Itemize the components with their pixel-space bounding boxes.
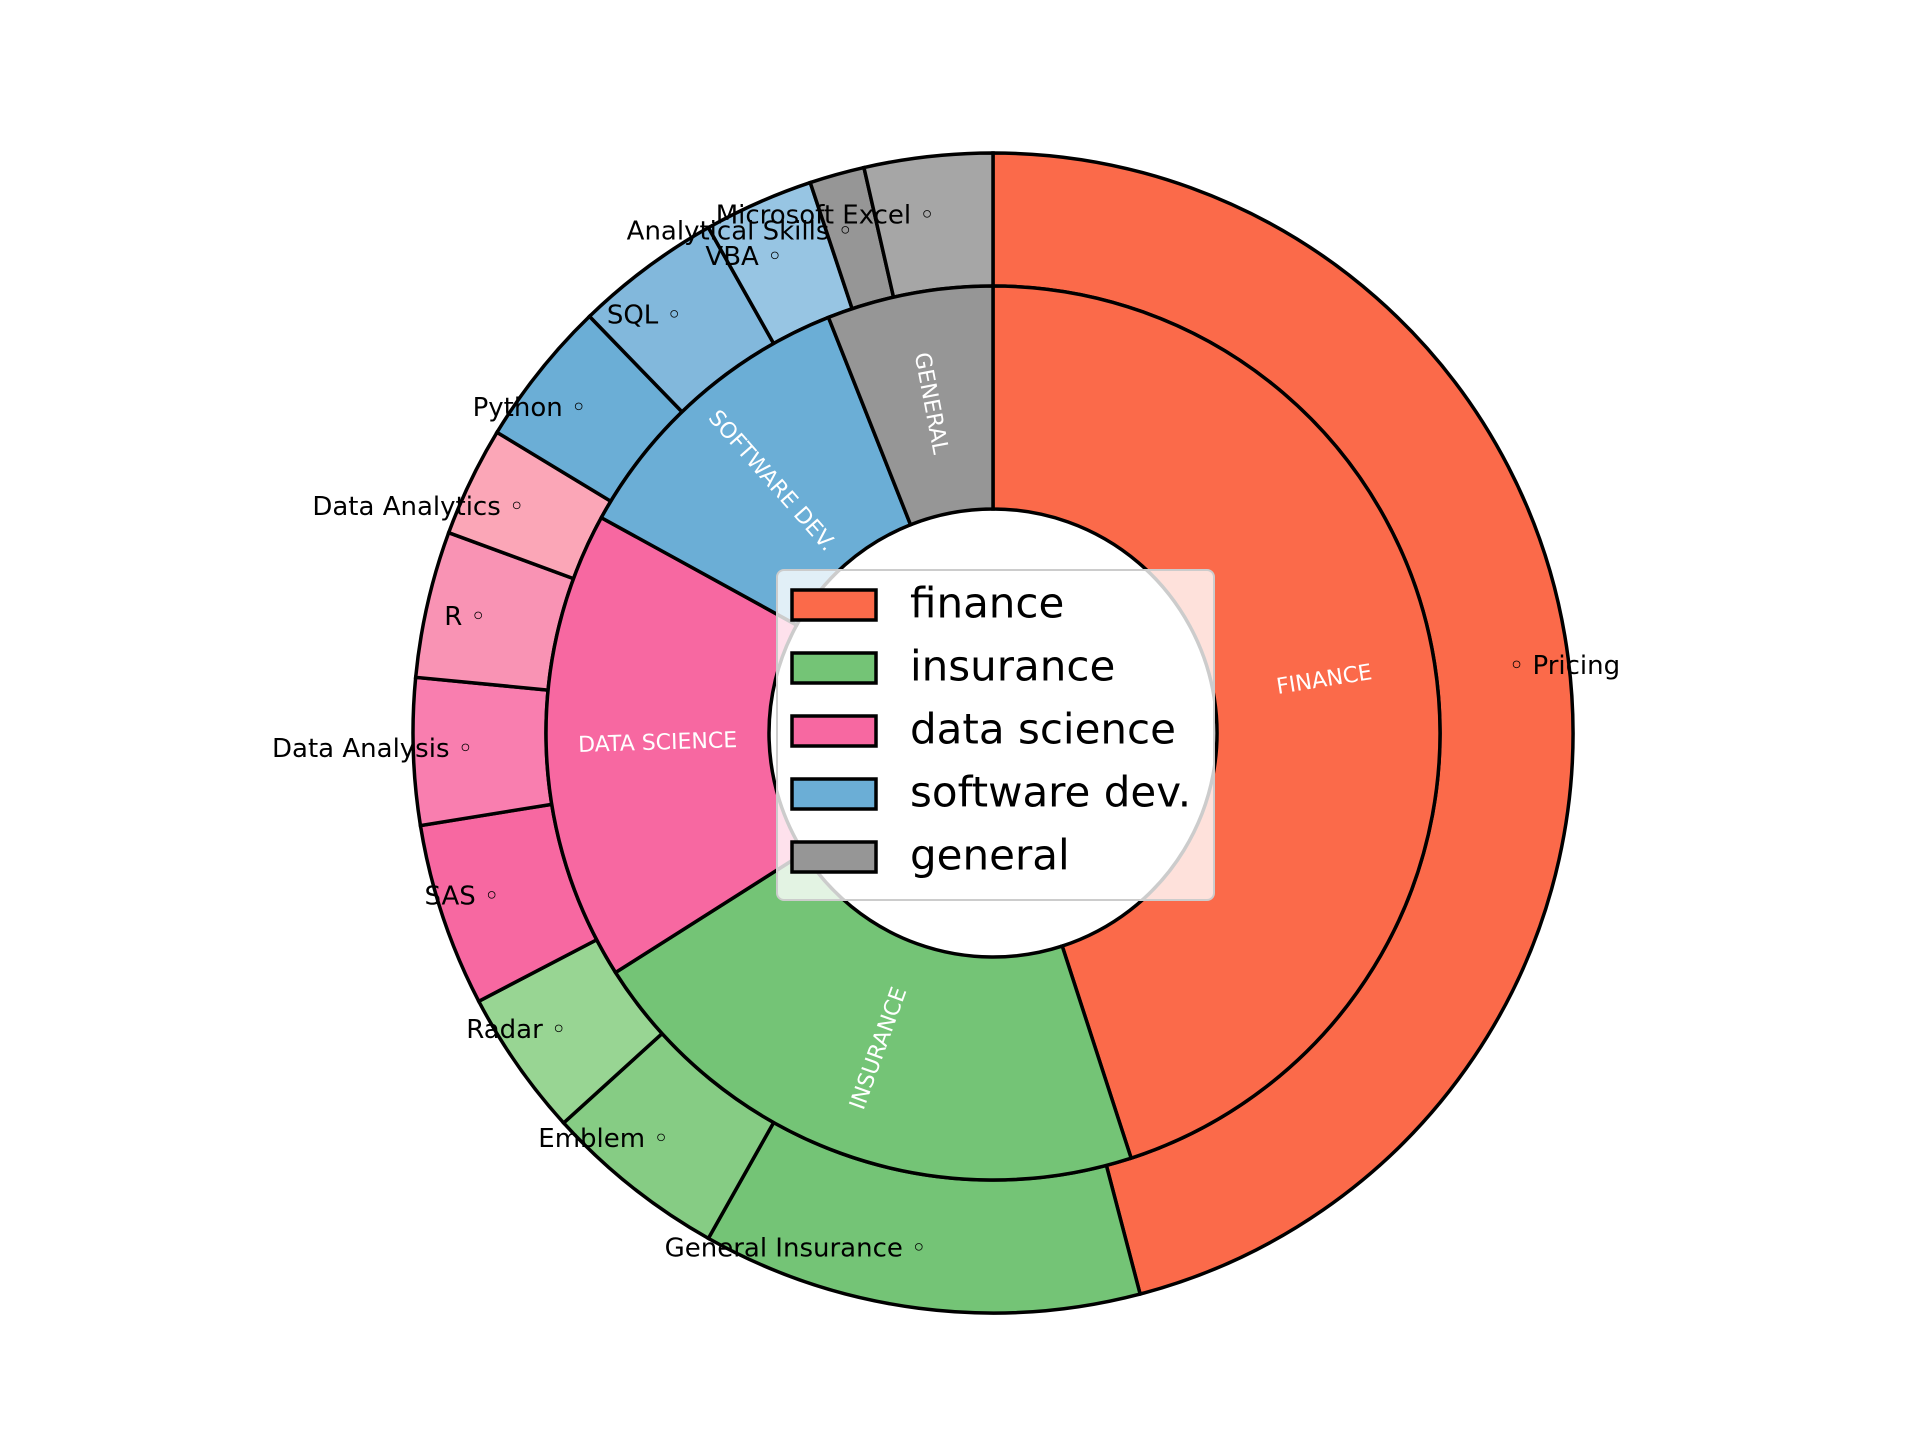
legend-swatch-data-science bbox=[790, 714, 878, 748]
inner-wedge-general bbox=[826, 284, 995, 528]
outer-label-python: Python ◦ bbox=[473, 393, 587, 423]
legend-swatch-insurance bbox=[790, 651, 878, 685]
legend-label-finance: finance bbox=[910, 579, 1064, 628]
legend-swatch-general bbox=[790, 840, 878, 874]
inner-wedge-data-science bbox=[544, 515, 807, 975]
legend-label-insurance: insurance bbox=[910, 642, 1115, 691]
outer-label-radar: Radar ◦ bbox=[466, 1015, 566, 1045]
legend-swatch-finance bbox=[790, 588, 878, 622]
outer-label-sas: SAS ◦ bbox=[424, 881, 499, 911]
legend-label-data-science: data science bbox=[910, 705, 1176, 754]
legend: finance insurance data science software dev… bbox=[776, 569, 1215, 901]
outer-label-analytical-skills: Analytical Skills ◦ bbox=[627, 217, 853, 247]
legend-label-general: general bbox=[910, 831, 1070, 880]
outer-label-data-analytics: Data Analytics ◦ bbox=[312, 492, 524, 522]
outer-label-emblem: Emblem ◦ bbox=[538, 1124, 668, 1154]
inner-label-data-science: DATA SCIENCE bbox=[578, 728, 738, 758]
outer-label-vba: VBA ◦ bbox=[705, 242, 782, 272]
legend-items: finance insurance data science software dev… bbox=[790, 579, 1191, 880]
legend-swatch-software-dev bbox=[790, 777, 878, 811]
legend-label-software-dev: software dev. bbox=[910, 768, 1191, 817]
outer-label-r: R ◦ bbox=[444, 602, 486, 632]
outer-label-microsoft-excel: Microsoft Excel ◦ bbox=[716, 201, 935, 231]
outer-ring bbox=[411, 151, 1575, 1315]
inner-wedge-insurance bbox=[613, 850, 1134, 1182]
outer-label-general-insurance: General Insurance ◦ bbox=[665, 1233, 927, 1263]
legend-frame bbox=[776, 569, 1215, 901]
outer-label-sql: SQL ◦ bbox=[607, 301, 682, 331]
outer-label-pricing: ◦ Pricing bbox=[1509, 651, 1620, 681]
outer-label-data-analysis: Data Analysis ◦ bbox=[272, 734, 473, 764]
